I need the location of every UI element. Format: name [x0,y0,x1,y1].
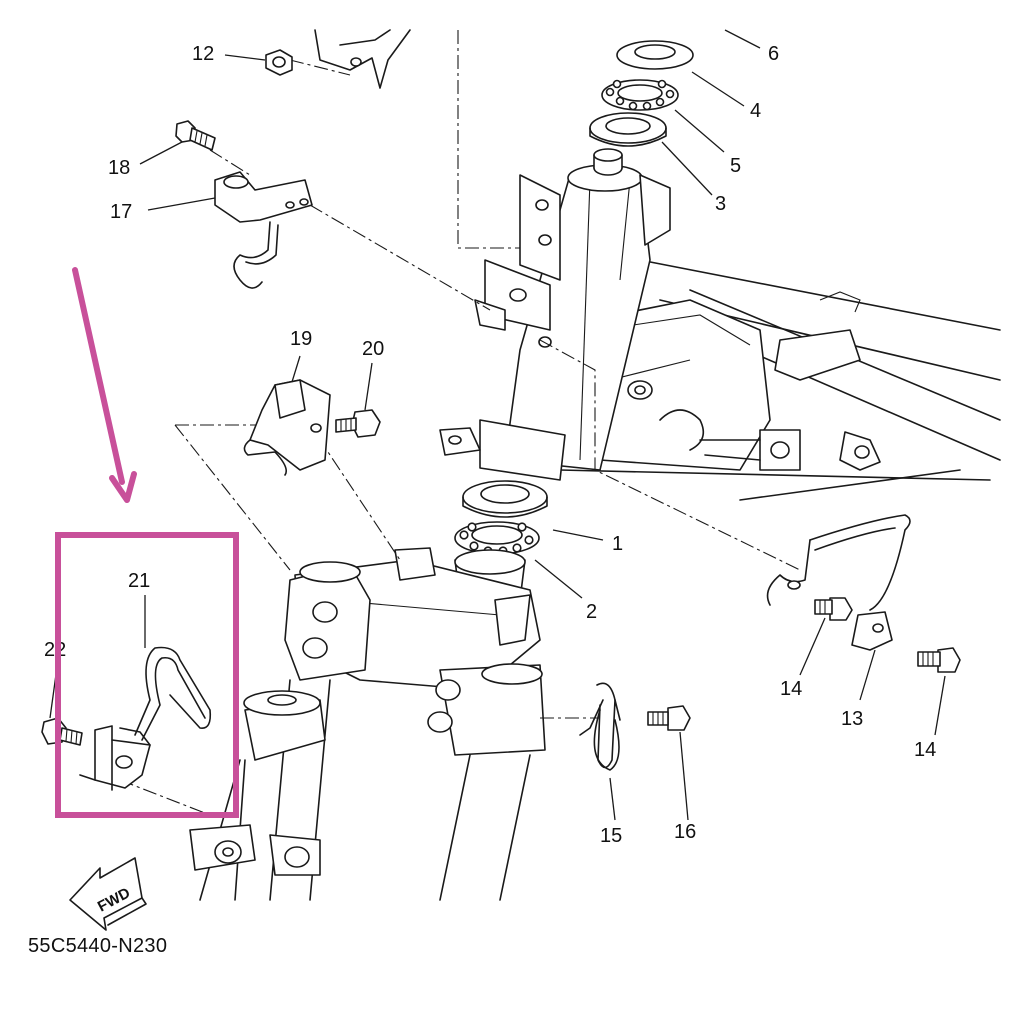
callout-20: 20 [362,338,384,360]
part-12-nut [265,49,293,76]
frame-head-pipe [439,148,1001,501]
highlight-annotation [55,267,239,818]
leader-lines [49,29,946,821]
bearing-balls-upper [605,79,675,111]
part-18-bolt [175,120,216,151]
callout-14-upper: 14 [780,678,802,700]
part-13-clamp [851,611,893,651]
highlight-arrow-head [109,471,137,503]
callout-19: 19 [290,328,312,350]
highlight-arrow-shaft [72,267,125,485]
wire-clamp-right [766,514,911,611]
upper-bracket [314,29,411,89]
callout-15: 15 [600,825,622,847]
part-19-bracket [243,379,331,476]
fwd-arrow-icon: FWD [69,857,147,931]
callout-14-lower: 14 [914,739,936,761]
steering-bearings [454,40,694,556]
part-14-bolt-lower [917,647,961,673]
part-16-bolt [647,705,691,731]
callout-2: 2 [586,601,597,623]
callout-17: 17 [110,201,132,223]
part-14-bolt-upper [814,597,853,621]
diagram-code: 55C5440-N230 [28,935,168,957]
callout-21: 21 [128,570,150,592]
callout-16: 16 [674,821,696,843]
part-22-bolt [41,717,83,746]
callout-3: 3 [715,193,726,215]
callout-4: 4 [750,100,761,122]
callout-13: 13 [841,708,863,730]
part-15-clip [579,682,621,771]
part-20-bolt [335,409,381,438]
part-21-bracket [79,646,212,791]
callout-5: 5 [730,155,741,177]
callout-18: 18 [108,157,130,179]
highlight-box [55,532,239,818]
callout-12: 12 [192,43,214,65]
callout-1: 1 [612,533,623,555]
callout-6: 6 [768,43,779,65]
lower-bracket-forks [189,547,546,901]
part-17-bracket [214,171,313,289]
